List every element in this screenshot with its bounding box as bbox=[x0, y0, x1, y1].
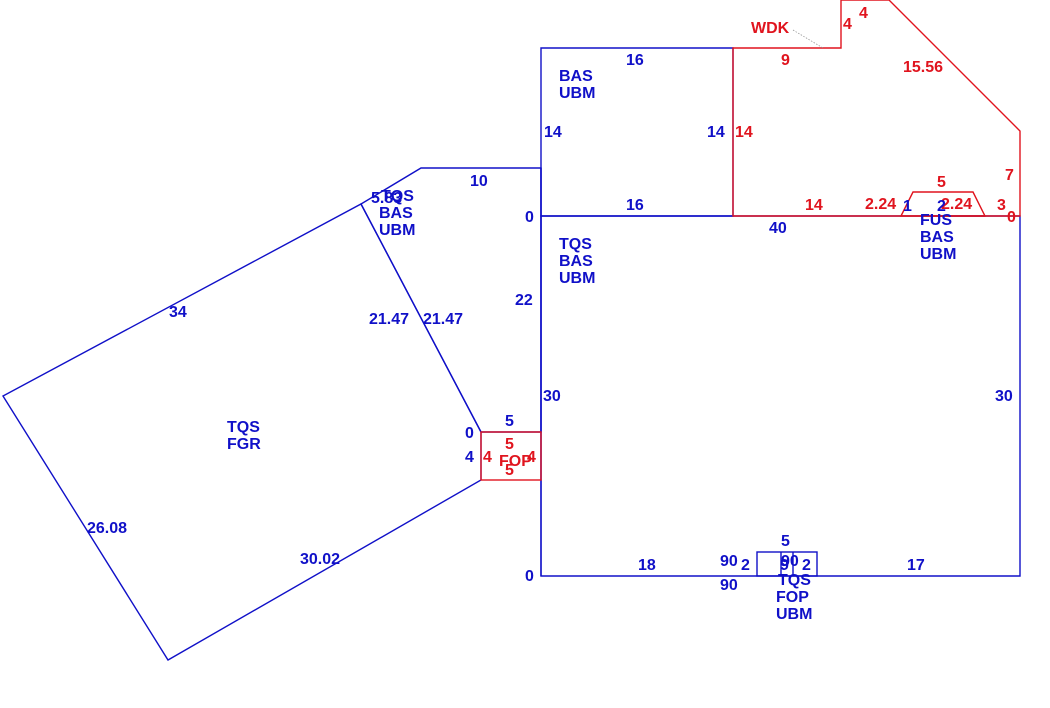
dim-angled-diag-b: 21.47 bbox=[423, 311, 463, 328]
dim-wdk-step-v: 4 bbox=[843, 16, 852, 33]
dim-fop-right: 4 bbox=[527, 449, 536, 466]
dim-bay-mid: 9 bbox=[780, 557, 789, 574]
dim-bay-right: 2 bbox=[802, 557, 811, 574]
dim-main-bottom-left: 18 bbox=[638, 557, 656, 574]
dim-bay-top: 5 bbox=[781, 533, 790, 550]
tqs-main-room bbox=[540, 215, 1021, 577]
dim-fus-right-diag: 2.24 bbox=[941, 196, 972, 213]
dim-fop-left-blue: 4 bbox=[465, 449, 474, 466]
dim-upper-left: 22 bbox=[515, 292, 533, 309]
area-tqs-angled-line1: TQS bbox=[381, 188, 414, 205]
dim-bas-right: 14 bbox=[707, 124, 725, 141]
dim-fus-left-diag: 2.24 bbox=[865, 196, 896, 213]
area-fus-line3: UBM bbox=[920, 246, 956, 263]
dim-wdk-bottom: 9 bbox=[781, 52, 790, 69]
dim-bas-bottom: 16 bbox=[626, 197, 644, 214]
area-tqs-fop-line3: UBM bbox=[776, 606, 812, 623]
dim-fus-bottom-a: 1 bbox=[903, 198, 912, 215]
dim-main-right: 30 bbox=[995, 388, 1013, 405]
dim-main-top: 40 bbox=[769, 220, 787, 237]
dim-fop-top-blue: 5 bbox=[505, 413, 514, 430]
dim-wdk-left: 14 bbox=[735, 124, 753, 141]
dim-zero-bottom: 0 bbox=[525, 568, 534, 585]
area-tqs-main-line2: BAS bbox=[559, 253, 593, 270]
dim-bay-angle-c: 90 bbox=[781, 553, 799, 570]
tqs-fgr-room bbox=[2, 203, 482, 661]
dim-angled-top: 10 bbox=[470, 173, 488, 190]
area-tqs-main-line1: TQS bbox=[559, 236, 592, 253]
dim-fgr-left: 26.08 bbox=[87, 520, 127, 537]
dim-wdk-right: 7 bbox=[1005, 167, 1014, 184]
dim-wdk-inner-bottom: 14 bbox=[805, 197, 823, 214]
dim-fgr-top: 34 bbox=[169, 304, 187, 321]
dim-bay-left: 2 bbox=[741, 557, 750, 574]
area-bas-upper-line1: BAS bbox=[559, 68, 593, 85]
wdk-leader-line bbox=[792, 29, 824, 49]
dim-wdk-right-small: 3 bbox=[997, 197, 1006, 214]
dim-fop-top: 5 bbox=[505, 436, 514, 453]
dim-bay-angle-b: 90 bbox=[720, 577, 738, 594]
dim-fus-bottom-b: 2 bbox=[937, 198, 946, 215]
dim-bay-angle-a: 90 bbox=[720, 553, 738, 570]
area-fus-line1: FUS bbox=[920, 212, 952, 229]
fus-bump bbox=[899, 191, 987, 217]
dim-fop-left: 4 bbox=[483, 449, 492, 466]
dim-fus-top: 5 bbox=[937, 174, 946, 191]
area-tqs-fop-line1: TQS bbox=[778, 572, 811, 589]
dim-wdk-step-h: 4 bbox=[859, 5, 868, 22]
fop-small-porch bbox=[480, 431, 542, 481]
area-fop-small: FOP bbox=[499, 453, 532, 470]
area-tqs-main-line3: UBM bbox=[559, 270, 595, 287]
area-bas-upper-line2: UBM bbox=[559, 85, 595, 102]
dim-fgr-bottom: 30.02 bbox=[300, 551, 340, 568]
dim-fop-zero: 0 bbox=[465, 425, 474, 442]
dim-angled-diag-a: 21.47 bbox=[369, 311, 409, 328]
dim-bas-left: 14 bbox=[544, 124, 562, 141]
area-fus-line2: BAS bbox=[920, 229, 954, 246]
dim-wdk-right-zero: 0 bbox=[1007, 209, 1016, 226]
area-tqs-angled-line3: UBM bbox=[379, 222, 415, 239]
dim-main-bottom-right: 17 bbox=[907, 557, 925, 574]
dim-wdk-diag: 15.56 bbox=[903, 59, 943, 76]
area-tqs-fop-line2: FOP bbox=[776, 589, 809, 606]
area-tqs-fgr-line1: TQS bbox=[227, 419, 260, 436]
bay-window bbox=[756, 551, 818, 577]
wdk-deck bbox=[732, 0, 1021, 217]
dim-bas-top: 16 bbox=[626, 52, 644, 69]
dim-fop-bottom: 5 bbox=[505, 462, 514, 479]
dim-main-left: 30 bbox=[543, 388, 561, 405]
dim-zero-top: 0 bbox=[525, 209, 534, 226]
area-wdk: WDK bbox=[751, 20, 790, 37]
area-tqs-fgr-line2: FGR bbox=[227, 436, 261, 453]
area-tqs-angled-line2: BAS bbox=[379, 205, 413, 222]
dim-angled-corner: 5.83 bbox=[371, 190, 402, 207]
